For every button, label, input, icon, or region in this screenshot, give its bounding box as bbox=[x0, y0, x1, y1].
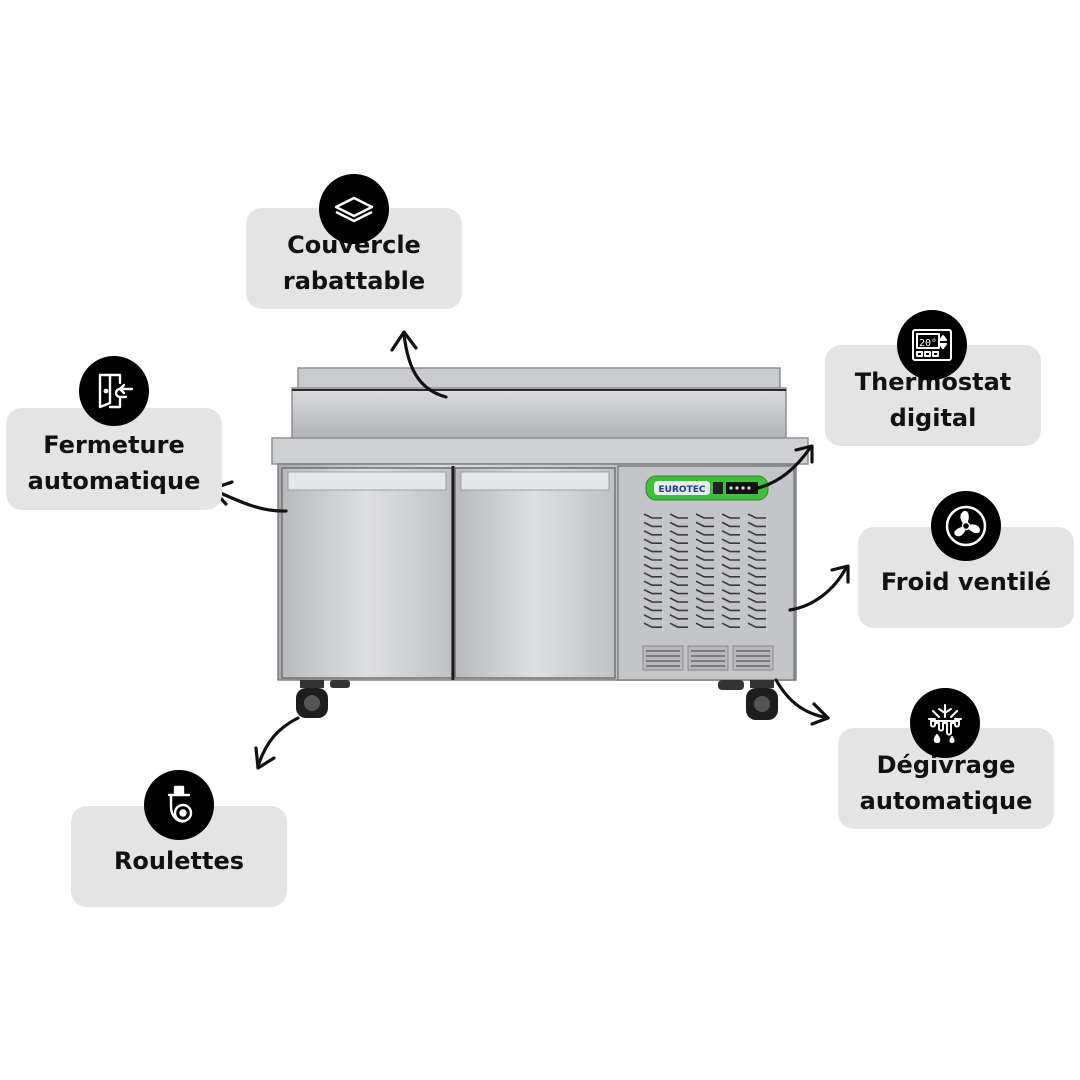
callout-fan-label: Froid ventilé bbox=[880, 567, 1052, 596]
bottom-louvers bbox=[642, 645, 774, 671]
vent-slot bbox=[747, 513, 766, 519]
vent-slot bbox=[747, 563, 766, 570]
vent-slot bbox=[669, 580, 688, 586]
caster-wheel-icon bbox=[144, 770, 214, 840]
vent-slot bbox=[747, 622, 766, 628]
vent-slot bbox=[669, 614, 688, 620]
vent-slot bbox=[643, 622, 662, 628]
vent-slot bbox=[695, 597, 714, 603]
vent-slot bbox=[695, 572, 714, 578]
vent-slot bbox=[695, 513, 714, 519]
hinged-lid bbox=[291, 367, 787, 439]
vent-slot bbox=[695, 538, 714, 544]
vent-slot bbox=[721, 597, 740, 603]
door-close-icon bbox=[79, 356, 149, 426]
vent-slot bbox=[643, 605, 662, 612]
callout-defrost-label: Dégivrage automatique bbox=[859, 750, 1033, 815]
vent-slot bbox=[747, 605, 766, 612]
vent-slot bbox=[721, 538, 740, 544]
vent-slot bbox=[695, 530, 714, 536]
vent-slot bbox=[721, 622, 740, 628]
vent-slot bbox=[669, 588, 688, 595]
vent-slot bbox=[747, 572, 766, 578]
vent-slot bbox=[721, 580, 740, 586]
vent-slot bbox=[721, 572, 740, 578]
vent-slot bbox=[695, 546, 714, 553]
door-right bbox=[454, 467, 616, 679]
vent-slot bbox=[721, 614, 740, 620]
vent-slot bbox=[669, 622, 688, 628]
caster-front-left bbox=[296, 680, 328, 718]
vent-grille bbox=[643, 513, 766, 628]
callout-door-label: Fermeture automatique bbox=[27, 431, 201, 495]
caster-back-right bbox=[718, 680, 744, 690]
vent-slot bbox=[695, 605, 714, 612]
thermostat-display-value: 20° bbox=[919, 338, 937, 349]
vent-slot bbox=[747, 555, 766, 561]
vent-slot bbox=[669, 546, 688, 553]
vent-slot bbox=[721, 521, 740, 528]
vent-slot bbox=[721, 605, 740, 612]
vent-slot bbox=[669, 538, 688, 544]
callout-door: Fermeture automatique bbox=[6, 408, 222, 510]
vent-slot bbox=[669, 530, 688, 536]
callout-wheels-label: Roulettes bbox=[113, 846, 245, 875]
vent-slot bbox=[643, 555, 662, 561]
vent-slot bbox=[669, 572, 688, 578]
compressor-panel bbox=[617, 465, 795, 681]
vent-slot bbox=[643, 597, 662, 603]
vent-slot bbox=[695, 588, 714, 595]
vent-slot bbox=[721, 563, 740, 570]
vent-slot bbox=[643, 538, 662, 544]
vent-slot bbox=[643, 530, 662, 536]
thermostat-display-icon: 20° bbox=[897, 310, 967, 380]
brand-logo: EUROTEC bbox=[659, 485, 706, 495]
vent-slot bbox=[643, 580, 662, 586]
vent-slot bbox=[721, 588, 740, 595]
vent-slot bbox=[747, 597, 766, 603]
vent-slot bbox=[695, 563, 714, 570]
vent-slot bbox=[747, 580, 766, 586]
vent-slot bbox=[747, 546, 766, 553]
vent-slot bbox=[669, 563, 688, 570]
vent-slot bbox=[643, 563, 662, 570]
vent-slot bbox=[643, 572, 662, 578]
door-left bbox=[281, 467, 453, 679]
vent-slot bbox=[695, 622, 714, 628]
caster-front-right bbox=[746, 680, 778, 720]
vent-slot bbox=[747, 538, 766, 544]
vent-slot bbox=[695, 555, 714, 561]
vent-slot bbox=[669, 521, 688, 528]
vent-slot bbox=[695, 580, 714, 586]
vent-slot bbox=[643, 588, 662, 595]
countertop bbox=[271, 437, 809, 465]
vent-slot bbox=[643, 513, 662, 519]
vent-slot bbox=[669, 555, 688, 561]
vent-slot bbox=[643, 521, 662, 528]
vent-slot bbox=[721, 530, 740, 536]
vent-slot bbox=[747, 588, 766, 595]
vent-slot bbox=[643, 614, 662, 620]
vent-slot bbox=[669, 513, 688, 519]
vent-slot bbox=[695, 521, 714, 528]
vent-slot bbox=[747, 614, 766, 620]
vent-slot bbox=[747, 521, 766, 528]
caster-back-left bbox=[330, 680, 350, 688]
lid-layers-icon bbox=[319, 174, 389, 244]
defrost-icon bbox=[910, 688, 980, 758]
vent-slot bbox=[721, 555, 740, 561]
callout-lid: Couvercle rabattable bbox=[246, 208, 462, 309]
vent-slot bbox=[747, 530, 766, 536]
control-panel: EUROTEC bbox=[645, 475, 769, 501]
fan-icon bbox=[931, 491, 1001, 561]
vent-slot bbox=[721, 546, 740, 553]
callout-lid-label: Couvercle rabattable bbox=[282, 230, 426, 295]
vent-slot bbox=[643, 546, 662, 553]
vent-slot bbox=[695, 614, 714, 620]
vent-slot bbox=[669, 597, 688, 603]
vent-slot bbox=[669, 605, 688, 612]
vent-slot bbox=[721, 513, 740, 519]
